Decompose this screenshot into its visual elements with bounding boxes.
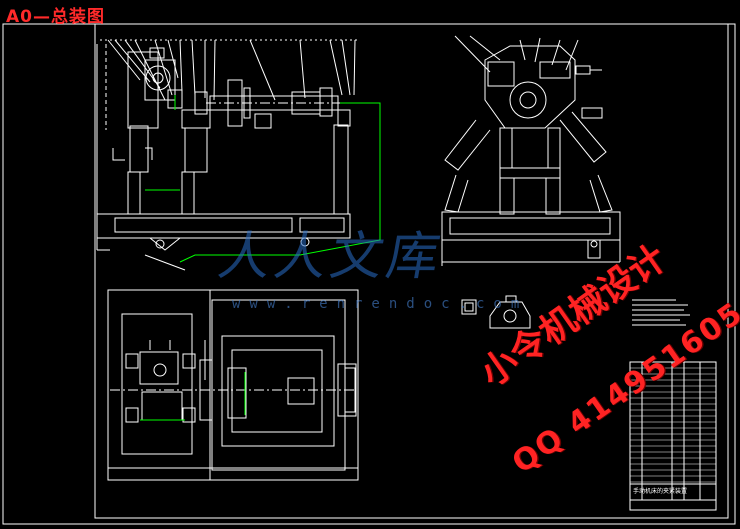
site-url-watermark: www.renrendoc.com	[232, 296, 529, 312]
front-view-leaders	[100, 39, 360, 101]
title-block	[629, 361, 717, 511]
drawing-title: A0—总装图	[6, 7, 105, 27]
top-view-dimensions	[140, 372, 246, 421]
side-view	[441, 35, 621, 266]
drawing-frame	[94, 23, 729, 519]
top-view	[107, 289, 359, 481]
parts-list-rows	[630, 367, 716, 483]
front-view	[96, 39, 360, 271]
detail-views	[461, 295, 531, 329]
front-view-dimensions	[145, 95, 381, 263]
notes-text	[632, 299, 690, 326]
site-watermark: 人人文库	[213, 227, 449, 287]
title-block-caption: 手动机床的夹紧装置	[633, 488, 688, 495]
